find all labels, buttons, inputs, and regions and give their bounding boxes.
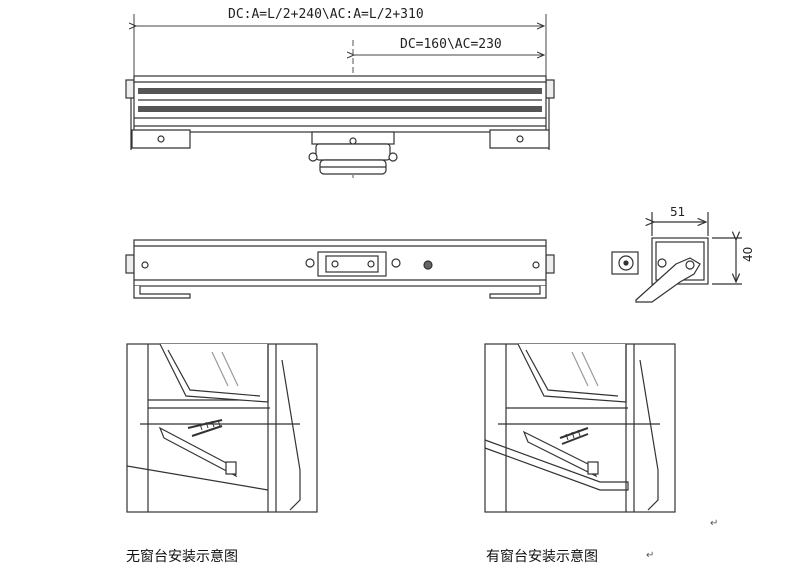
caption-with-sill: 有窗台安装示意图	[486, 549, 598, 565]
install-illustration-no-sill	[126, 343, 318, 513]
side-height-label: 40	[741, 247, 755, 262]
dimension-overall-label: DC:A=L/2+240\AC:A=L/2+310	[228, 7, 424, 22]
dimension-overall	[134, 14, 547, 76]
actuator-side-view	[611, 212, 742, 303]
install-illustration-with-sill	[484, 343, 676, 513]
caption-without-sill: 无窗台安装示意图	[126, 549, 238, 565]
paragraph-mark: ↵	[646, 550, 655, 561]
paragraph-mark-2: ↵	[710, 518, 719, 529]
dimension-center-label: DC=160\AC=230	[400, 37, 502, 52]
actuator-front-view	[125, 239, 555, 299]
side-width-label: 51	[670, 205, 685, 219]
actuator-top-view	[125, 75, 555, 175]
